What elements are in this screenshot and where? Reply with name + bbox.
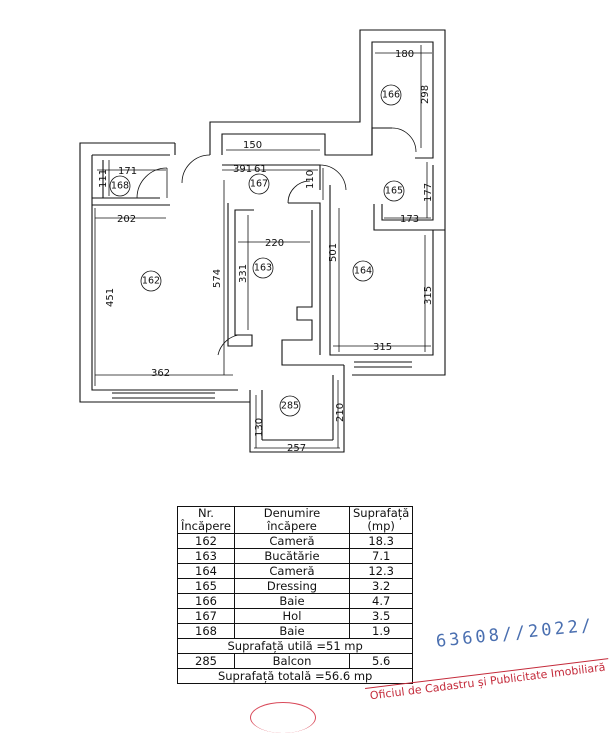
- dimension-texts: 180 298 150 391 61 171 111 110 177 173 2…: [98, 49, 434, 454]
- room-area-table: Nr. Încăpere Denumire încăpere Suprafață…: [176, 506, 414, 684]
- room-label-167: 167: [250, 179, 268, 190]
- row-area: 1.9: [348, 623, 414, 639]
- table-row: 163 Bucătărie 7.1: [177, 548, 414, 564]
- room-label-285: 285: [281, 401, 299, 412]
- dim-111: 111: [98, 169, 109, 188]
- room-label-166: 166: [382, 90, 400, 101]
- plan-doors: [136, 127, 417, 356]
- dim-298: 298: [420, 85, 431, 104]
- header-area-line2: (mp): [367, 519, 395, 533]
- room-label-164: 164: [354, 266, 372, 277]
- table-row: 166 Baie 4.7: [177, 593, 414, 609]
- row-area: 18.3: [348, 533, 414, 549]
- floor-plan: 180 298 150 391 61 171 111 110 177 173 2…: [79, 29, 446, 454]
- dim-220: 220: [265, 238, 284, 249]
- row-name: Dressing: [233, 578, 350, 594]
- dim-202: 202: [117, 214, 136, 225]
- dim-362: 362: [151, 368, 170, 379]
- dim-110: 110: [305, 170, 316, 189]
- room-label-163: 163: [254, 263, 272, 274]
- row-nr: 164: [177, 563, 235, 579]
- row-name: Cameră: [233, 533, 350, 549]
- dim-574: 574: [212, 269, 223, 288]
- dim-501: 501: [328, 243, 339, 262]
- dim-177: 177: [423, 183, 434, 202]
- dim-331: 331: [238, 264, 249, 283]
- row-nr: 166: [177, 593, 235, 609]
- header-nr-line1: Nr.: [198, 506, 214, 520]
- useful-area: Suprafață utilă =51 mp: [176, 638, 414, 654]
- dim-150: 150: [243, 140, 262, 151]
- seal-stamp: [250, 702, 316, 733]
- row-area: 3.2: [348, 578, 414, 594]
- row-nr: 162: [177, 533, 235, 549]
- header-area: Suprafață (mp): [348, 506, 414, 534]
- row-area: 7.1: [348, 548, 414, 564]
- balcony-name: Balcon: [233, 653, 350, 669]
- table-header-row: Nr. Încăpere Denumire încăpere Suprafață…: [177, 506, 414, 534]
- dim-180: 180: [395, 49, 414, 60]
- dim-257: 257: [287, 443, 306, 454]
- room-label-165: 165: [385, 186, 403, 197]
- dim-61: 61: [254, 164, 267, 175]
- header-name: Denumire încăpere: [233, 506, 350, 534]
- row-nr: 168: [177, 623, 235, 639]
- table-row: 164 Cameră 12.3: [177, 563, 414, 579]
- row-nr: 163: [177, 548, 235, 564]
- row-area: 3.5: [348, 608, 414, 624]
- header-nr-line2: Încăpere: [181, 519, 231, 533]
- room-label-168: 168: [111, 181, 129, 192]
- row-name: Baie: [233, 593, 350, 609]
- dim-210: 210: [335, 403, 346, 422]
- useful-area-row: Suprafață utilă =51 mp: [176, 638, 414, 654]
- balcony-area: 5.6: [348, 653, 414, 669]
- row-name: Bucătărie: [233, 548, 350, 564]
- room-labels: 166 168 167 165 162 163 164 285: [109, 84, 405, 417]
- row-area: 12.3: [348, 563, 414, 579]
- row-nr: 167: [177, 608, 235, 624]
- header-area-line1: Suprafață: [352, 506, 410, 520]
- table-row: 167 Hol 3.5: [177, 608, 414, 624]
- plan-walls: [79, 29, 446, 453]
- balcony-nr: 285: [177, 653, 235, 669]
- balcony-row: 285 Balcon 5.6: [177, 653, 414, 669]
- dim-130: 130: [254, 418, 265, 437]
- dim-315-v: 315: [423, 286, 434, 305]
- registration-number-stamp: 63608//2022/: [435, 615, 596, 652]
- dim-315-h: 315: [373, 342, 392, 353]
- total-area: Suprafață totală =56.6 mp: [176, 668, 414, 684]
- dim-171: 171: [118, 166, 137, 177]
- dim-391: 391: [233, 164, 252, 175]
- row-name: Hol: [233, 608, 350, 624]
- row-nr: 165: [177, 578, 235, 594]
- table-row: 165 Dressing 3.2: [177, 578, 414, 594]
- table-row: 162 Cameră 18.3: [177, 533, 414, 549]
- row-name: Baie: [233, 623, 350, 639]
- table-row: 168 Baie 1.9: [177, 623, 414, 639]
- room-label-162: 162: [142, 276, 160, 287]
- row-name: Cameră: [233, 563, 350, 579]
- total-area-row: Suprafață totală =56.6 mp: [176, 668, 414, 684]
- dim-173: 173: [400, 214, 419, 225]
- row-area: 4.7: [348, 593, 414, 609]
- dimension-lines: [94, 45, 432, 449]
- dim-451: 451: [105, 288, 116, 307]
- header-nr: Nr. Încăpere: [177, 506, 235, 534]
